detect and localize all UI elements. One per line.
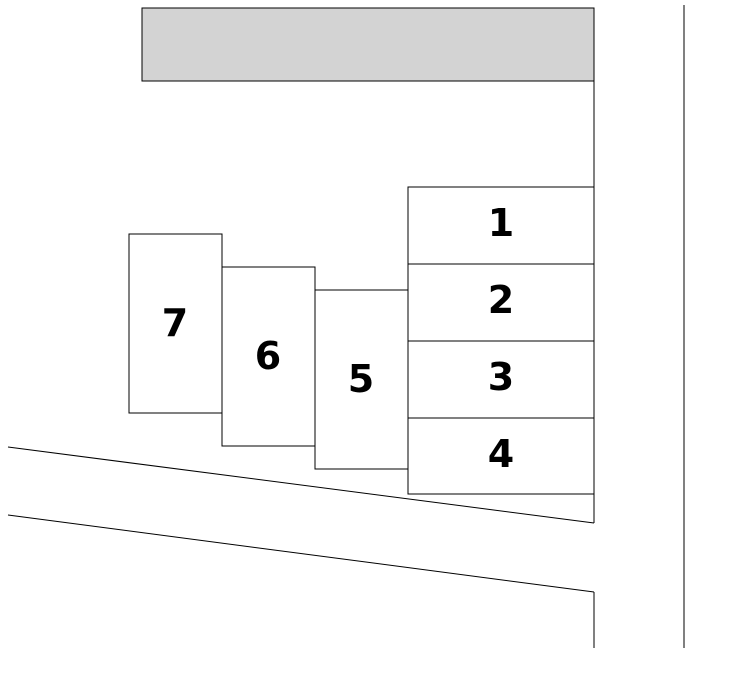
lot-7[interactable]: 7 — [128, 233, 223, 414]
lot-2-label: 2 — [488, 278, 514, 322]
lot-4-label: 4 — [488, 432, 514, 476]
lot-1[interactable]: 1 — [407, 186, 595, 265]
lot-6-outline — [221, 266, 316, 447]
lot-6-label: 6 — [255, 334, 281, 378]
lot-3-outline — [407, 340, 595, 419]
lot-4-outline — [407, 417, 595, 495]
building-block — [141, 7, 595, 82]
lot-2-outline — [407, 263, 595, 342]
lot-5[interactable]: 5 — [314, 289, 409, 470]
lot-7-label: 7 — [162, 301, 188, 345]
lot-7-outline — [128, 233, 223, 414]
lot-5-outline — [314, 289, 409, 470]
lot-5-label: 5 — [348, 357, 374, 401]
lot-2[interactable]: 2 — [407, 263, 595, 342]
lot-6[interactable]: 6 — [221, 266, 316, 447]
lot-3-label: 3 — [488, 355, 514, 399]
lot-3[interactable]: 3 — [407, 340, 595, 419]
lot-1-label: 1 — [488, 201, 514, 245]
lot-4[interactable]: 4 — [407, 417, 595, 495]
lot-1-outline — [407, 186, 595, 265]
road-edge-lower — [7, 514, 595, 593]
road-edge-upper — [7, 446, 595, 524]
